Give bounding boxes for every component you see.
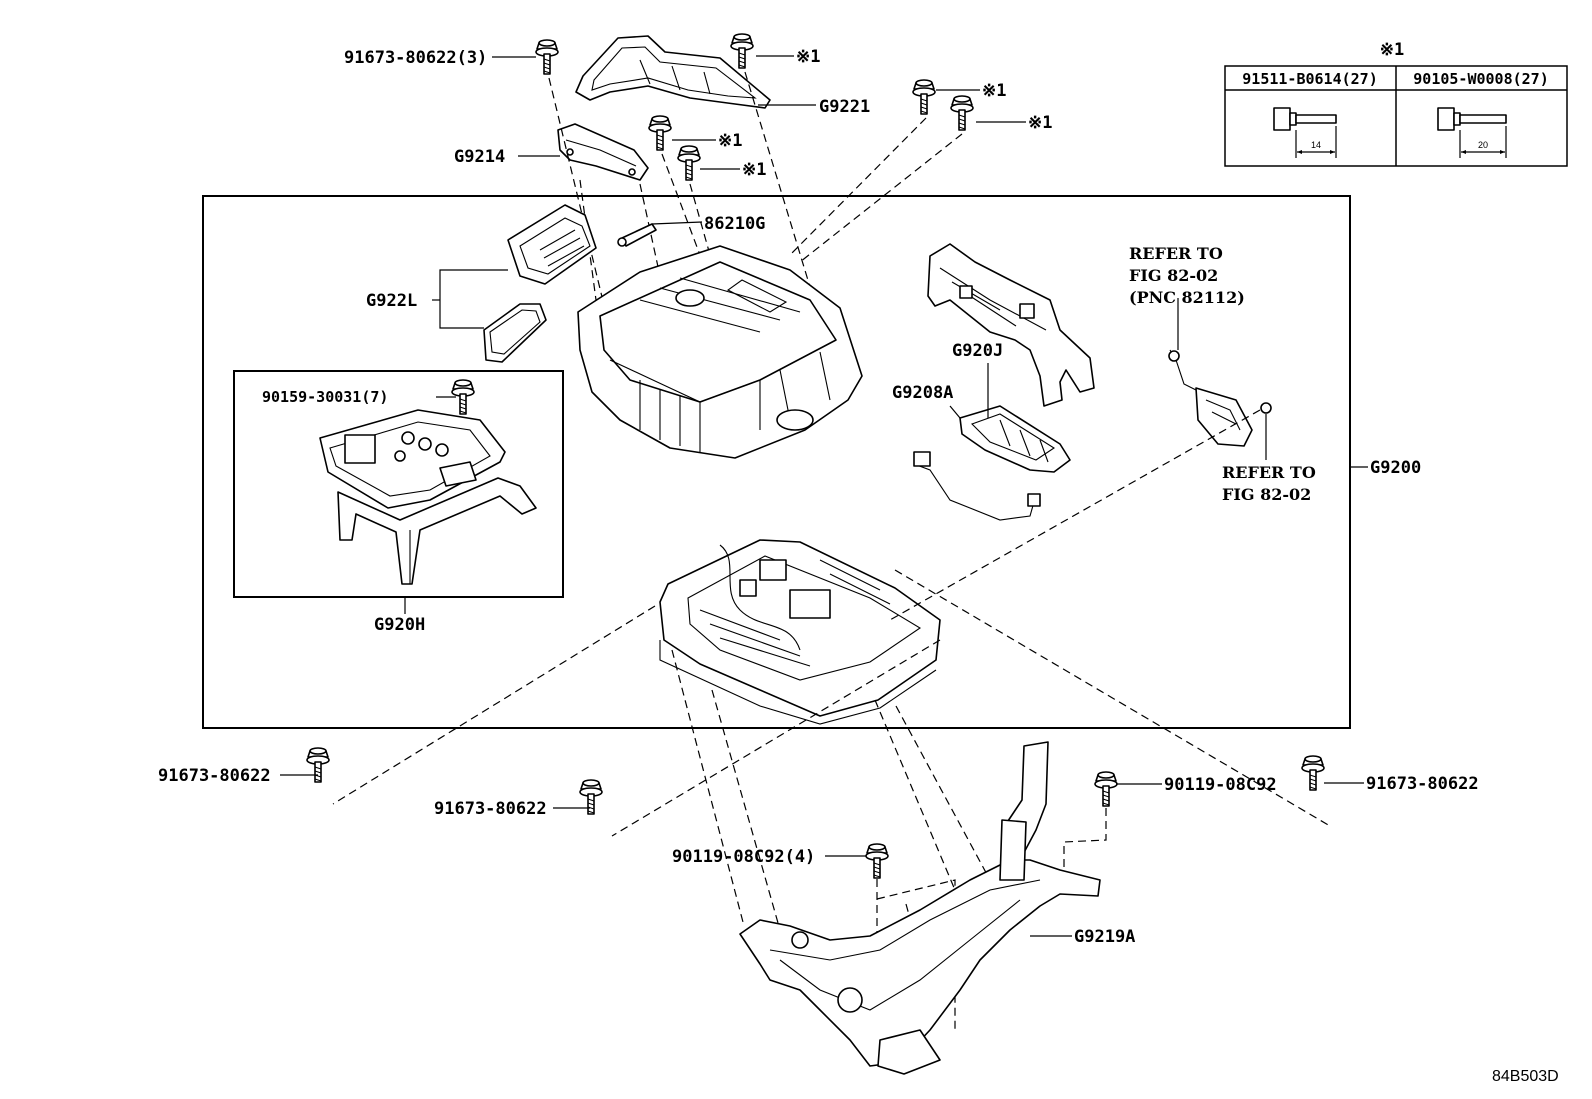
- label-mark1-c: ※1: [1028, 113, 1052, 133]
- label-g922l: G922L: [366, 291, 417, 311]
- inverter-lower-board: [659, 539, 941, 725]
- label-90159-30031-7: 90159-30031(7): [262, 388, 388, 406]
- label-90119-08c92-4: 90119-08C92(4): [672, 847, 815, 867]
- control-board-g920h: [319, 409, 537, 585]
- label-g9200: G9200: [1370, 458, 1421, 478]
- nut-icon: [1260, 402, 1272, 414]
- legend-part-1: 91511-B0614(27): [1242, 70, 1377, 88]
- label-g920j: G920J: [952, 341, 1003, 361]
- legend-length-2: 20: [1478, 140, 1488, 150]
- legend-part-2: 90105-W0008(27): [1413, 70, 1548, 88]
- label-mark1-e: ※1: [742, 160, 766, 180]
- bolt-91673-right-icon: [1301, 755, 1325, 791]
- label-91673-80622-right: 91673-80622: [1366, 774, 1479, 794]
- label-g920h: G920H: [374, 615, 425, 635]
- bolt-mark1-e-icon: [677, 145, 701, 181]
- label-mark1-d: ※1: [718, 131, 742, 151]
- label-91673-80622-left: 91673-80622: [158, 766, 271, 786]
- label-g9208a: G9208A: [892, 383, 953, 403]
- bolt-91673-left-icon: [306, 747, 330, 783]
- legend-bolt-2-icon: [1437, 107, 1507, 158]
- refer-bottom-line-2: FIG 82-02: [1222, 485, 1311, 504]
- legend-mark: ※1: [1380, 40, 1404, 60]
- figure-id: 84B503D: [1492, 1068, 1559, 1085]
- bracket-g9219a: [739, 741, 1101, 1075]
- part-86210g: [617, 223, 657, 247]
- legend-table: ※1 91511-B0614(27) 90105-W0008(27) 14 20: [1224, 40, 1568, 167]
- assembly-frame: [202, 195, 1351, 729]
- bolt-91673-mid-icon: [579, 779, 603, 815]
- bolt-90119-right-icon: [1094, 771, 1118, 807]
- label-mark1-a: ※1: [796, 47, 820, 67]
- legend-bolt-1-icon: [1273, 107, 1337, 158]
- bolt-90119-4-icon: [865, 843, 889, 879]
- refer-bottom-line-1: REFER TO: [1222, 463, 1316, 482]
- cover-gasket-g9221: [575, 35, 771, 109]
- refer-top-line-2: FIG 82-02: [1129, 266, 1218, 285]
- label-91673-80622-3: 91673-80622(3): [344, 48, 487, 68]
- bracket-g920j: [927, 243, 1095, 407]
- bolt-mark1-b-icon: [912, 79, 936, 115]
- harness-g9208a: [913, 405, 1071, 521]
- refer-top-line-3: (PNC 82112): [1129, 288, 1245, 307]
- label-86210g: 86210G: [704, 214, 765, 234]
- label-91673-80622-mid: 91673-80622: [434, 799, 547, 819]
- label-g9214: G9214: [454, 147, 505, 167]
- connector-g922l: [483, 204, 597, 363]
- bracket-g9214: [557, 123, 649, 181]
- legend-length-1: 14: [1311, 140, 1321, 150]
- bolt-91673-icon: [535, 39, 559, 75]
- label-g9219a: G9219A: [1074, 927, 1135, 947]
- sensor-refer-part: [1168, 349, 1253, 447]
- bolt-mark1-d-icon: [648, 115, 672, 151]
- bolt-mark1-c-icon: [950, 95, 974, 131]
- label-90119-08c92-right: 90119-08C92: [1164, 775, 1277, 795]
- inverter-upper-case: [577, 245, 863, 459]
- refer-top-line-1: REFER TO: [1129, 244, 1223, 263]
- subassembly-box: [233, 370, 564, 598]
- label-mark1-b: ※1: [982, 81, 1006, 101]
- bolt-mark1-a-icon: [730, 33, 754, 69]
- label-g9221: G9221: [819, 97, 870, 117]
